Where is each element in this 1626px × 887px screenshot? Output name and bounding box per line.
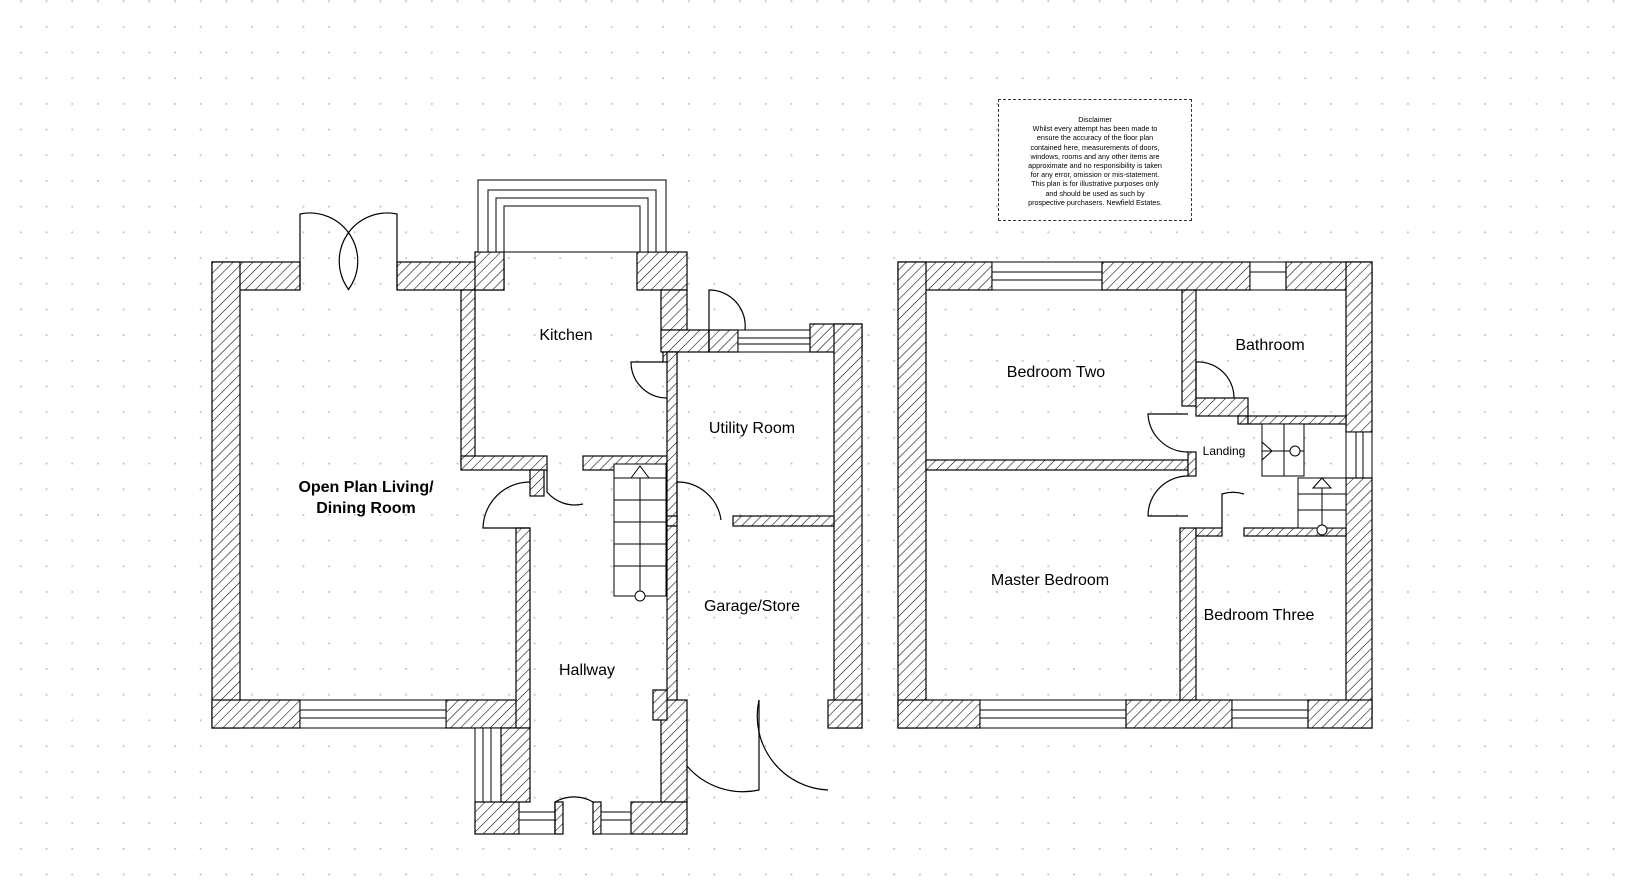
room-label-master-bedroom: Master Bedroom [991,572,1109,589]
utility-garage-door [676,481,722,521]
utility-room-walls [666,323,863,729]
kitchen-hall-door [546,470,584,506]
living-room-windows [299,699,447,729]
living-hall-door [482,481,531,529]
first-floor: Bedroom Two Bathroom Landing Master Bedr… [897,261,1373,729]
disclaimer-line: ensure the accuracy of the floor plan [1036,133,1154,143]
living-room-walls [211,261,531,729]
front-door [554,796,594,834]
room-label-bathroom: Bathroom [1235,337,1304,354]
hallway-walls [474,469,688,835]
garage-door-right [756,699,829,791]
disclaimer-line: for any error, omission or mis-statement… [1030,170,1160,180]
room-label-dining: Dining Room [316,500,416,517]
room-label-landing: Landing [1203,444,1246,458]
disclaimer-line: approximate and no responsibility is tak… [1028,161,1162,171]
bedroom-three-door [1221,491,1245,528]
first-floor-internal-walls [925,289,1347,701]
disclaimer-line: prospective purchasers. Newfield Estates… [1028,197,1162,207]
bathroom-door [1195,361,1235,399]
room-label-utility: Utility Room [709,420,795,437]
disclaimer-line: contained here, measurements of doors, [1030,142,1160,152]
room-label-living: Open Plan Living/ [298,479,434,496]
kitchen-utility-door [630,361,668,399]
room-label-kitchen: Kitchen [539,327,592,344]
kitchen-walls [460,179,710,471]
ground-floor: Open Plan Living/ Dining Room Kitchen Ut… [211,179,863,835]
disclaimer-box: Disclaimer Whilst every attempt has been… [998,99,1192,221]
garage-door-left [686,700,760,793]
disclaimer-line: windows, rooms and any other items are [1030,151,1160,161]
disclaimer-line: and should be used as such by [1045,188,1145,198]
disclaimer-title: Disclaimer [1078,115,1112,124]
room-label-bedroom-three: Bedroom Three [1204,607,1315,624]
french-door-left [299,212,359,291]
ground-stairs [613,463,667,602]
room-label-garage: Garage/Store [704,598,800,615]
ground-doors [299,212,829,834]
room-label-bedroom-two: Bedroom Two [1007,364,1106,381]
french-door-right [338,212,398,291]
first-floor-doors [1147,361,1245,528]
first-floor-outer-walls [897,261,1373,729]
room-label-hallway: Hallway [559,662,615,679]
bedroom-two-door [1147,413,1189,453]
garage-walls [666,525,863,729]
master-bedroom-door [1147,475,1189,517]
disclaimer-line: Whilst every attempt has been made to [1032,124,1158,134]
disclaimer-line: This plan is for illustrative purposes o… [1031,179,1159,189]
first-floor-stairs [1261,423,1347,536]
utility-back-door [708,289,746,352]
